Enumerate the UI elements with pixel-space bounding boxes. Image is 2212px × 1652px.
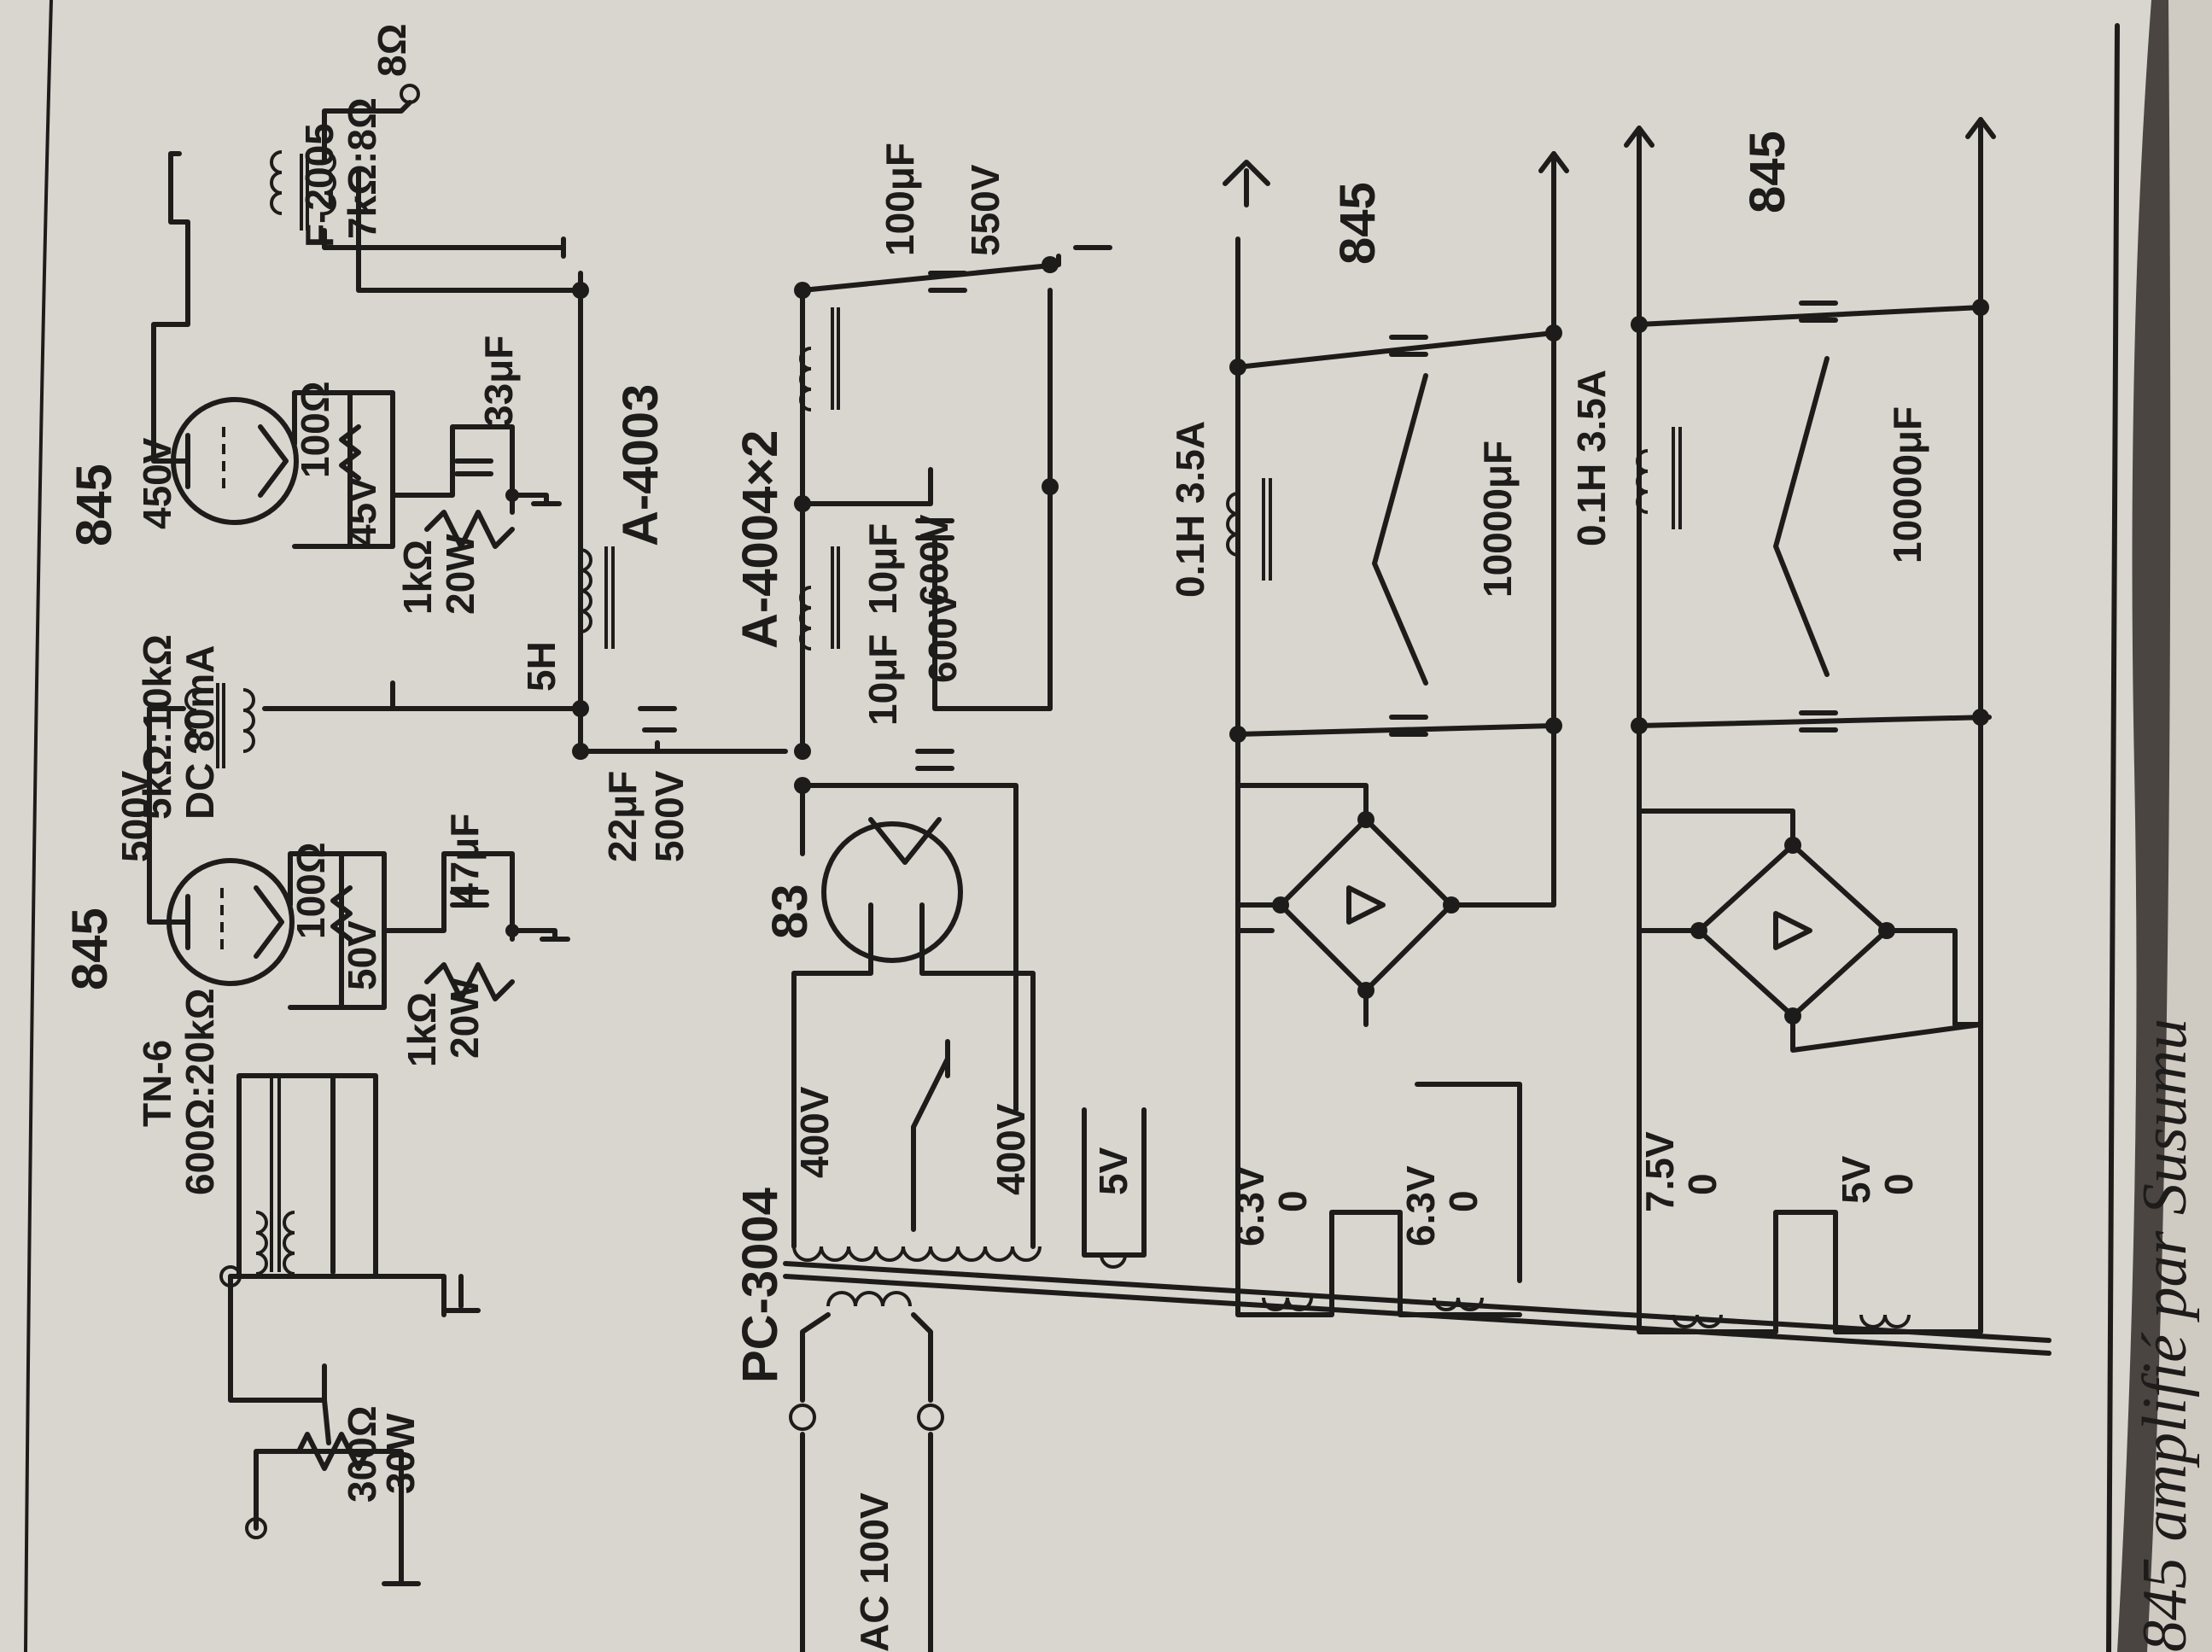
v1-cathode-network	[382, 851, 570, 1001]
v2-cathode-network	[390, 424, 562, 549]
choke-a4004-pair	[794, 282, 840, 794]
filter-c3-value: 100μF	[878, 143, 922, 256]
fs2-winding-b-zero: 0	[1876, 1173, 1921, 1195]
fs1-winding-b: 6.3V	[1398, 1165, 1443, 1246]
rect-envelope	[821, 821, 963, 963]
v2-type: 845	[67, 464, 122, 546]
fs2-winding-a: 7.5V	[1637, 1131, 1682, 1212]
winding-hv-b: 400V	[989, 1103, 1033, 1195]
fs1-caps: 10000μF	[1475, 441, 1520, 598]
fs1-choke: 0.1H 3.5A	[1168, 421, 1212, 598]
filament-supply-1	[1223, 151, 1569, 1283]
tube-v2-845	[151, 279, 395, 549]
fs2-caps: 10000μF	[1885, 406, 1929, 563]
coupling-cap-22uf	[638, 706, 677, 754]
v2-plate-voltage: 450V	[135, 437, 179, 529]
v2-bias-voltage: 45V	[340, 476, 384, 546]
page-side-caption: 845 amplifié par Susumu	[2130, 1019, 2200, 1652]
fs2-winding-a-zero: 0	[1680, 1173, 1725, 1195]
frame-line	[2106, 23, 2120, 1652]
page-edge	[2147, 0, 2212, 1652]
f2005-model: F-2005	[297, 123, 341, 248]
coupling-cap-voltage: 500V	[647, 770, 692, 862]
v1-bias-voltage: 50V	[340, 920, 384, 990]
winding-rect-fil: 5V	[1091, 1147, 1135, 1195]
filter-c2-value: 10μF	[861, 634, 905, 726]
fs1-tube: 845	[1330, 182, 1386, 265]
rectifier-tube-83	[791, 783, 1036, 1112]
tube-v1-845	[147, 766, 387, 1010]
v2-cathode-c-value: 33μF	[476, 336, 521, 427]
b-plus-rail	[356, 168, 788, 760]
winding-hv-a: 400V	[792, 1086, 837, 1178]
fs2-windings	[1637, 1022, 1983, 1334]
filter-c3-voltage: 550V	[963, 164, 1007, 256]
power-transformer-model: PC-3004	[732, 1188, 788, 1383]
v1-hum-pot	[330, 851, 353, 1010]
rect-type: 83	[762, 884, 818, 939]
tn6-ratio: 600Ω:20kΩ	[178, 988, 222, 1195]
fs2-tube: 845	[1740, 131, 1795, 213]
choke-a4003-label: A-4003	[613, 384, 668, 546]
input-section: 300Ω 30W	[219, 1265, 481, 1586]
interstage-ratio: 5kΩ:10kΩ	[135, 634, 179, 820]
ground-symbol	[441, 1274, 481, 1313]
v2-hum-pot	[339, 390, 361, 549]
rect-plate	[868, 817, 942, 865]
fs2-choke: 0.1H 3.5A	[1569, 370, 1614, 546]
rect-fil-winding	[1082, 1107, 1147, 1269]
f2005-ratio: 7kΩ:8Ω	[340, 97, 384, 239]
v1-cathode-c-value: 47μF	[442, 814, 487, 905]
filter-c2-voltage: 600V	[920, 591, 965, 683]
input-pot-value: 300Ω	[340, 1405, 384, 1503]
filament-supply-2	[1624, 117, 1996, 1283]
interstage-current: DC 80mA	[178, 645, 222, 820]
fs1-winding-a-zero: 0	[1270, 1190, 1315, 1212]
choke-a4004-label: A-4004×2	[732, 430, 788, 649]
filter-c1-value: 10μF	[861, 523, 905, 615]
v1-cathode-r-value: 1kΩ	[400, 992, 444, 1067]
fs1-windings	[1235, 1107, 1522, 1317]
v2-hum-pot-value: 100Ω	[293, 381, 337, 478]
input-pot-power: 30W	[378, 1413, 423, 1494]
v1-type: 845	[62, 908, 118, 990]
v2-cathode-r-power: 20W	[438, 534, 482, 615]
filter-caps	[800, 245, 1112, 771]
fs1-winding-a: 6.3V	[1228, 1165, 1272, 1246]
v2-cathode-r-value: 1kΩ	[395, 540, 440, 615]
fs1-winding-b-zero: 0	[1441, 1190, 1485, 1212]
v2-filament	[258, 424, 289, 498]
input-transformer-tn6	[236, 1073, 378, 1279]
fs2-winding-b: 5V	[1834, 1155, 1878, 1204]
v1-cathode-r-power: 20W	[442, 978, 487, 1059]
v1-hum-pot-value: 100Ω	[289, 842, 333, 939]
choke-5h	[580, 546, 615, 649]
page-border-line	[24, 0, 53, 1652]
output-transformer-f2005	[168, 84, 566, 284]
filter-c1-voltage: 600V	[912, 514, 956, 606]
v1-filament	[254, 885, 284, 959]
tn6-model: TN-6	[135, 1040, 179, 1127]
paper-page	[0, 0, 2151, 1652]
power-input-voltage: AC 100V	[852, 1492, 896, 1652]
f2005-tap: 8Ω	[370, 24, 414, 77]
coupling-cap-value: 22μF	[600, 771, 645, 862]
input-pot-300ohm	[296, 1398, 370, 1471]
choke-5h-label: 5H	[519, 641, 563, 692]
v1-plate-voltage: 500V	[114, 770, 158, 862]
